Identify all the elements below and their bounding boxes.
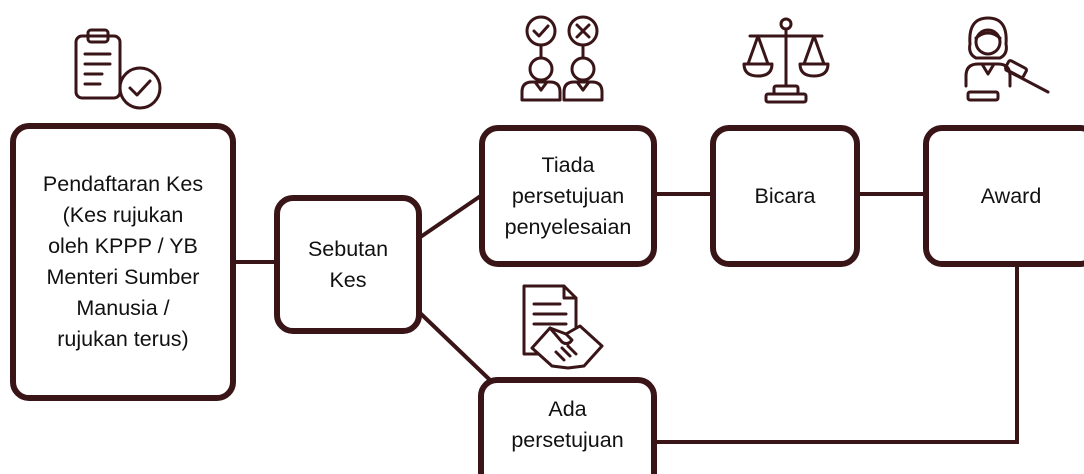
agreement-label-line: Ada xyxy=(548,397,587,421)
registration-label-line: Manusia / xyxy=(76,296,170,320)
hearing-box xyxy=(710,125,860,267)
connectors xyxy=(233,192,1019,444)
registration-label: Pendaftaran Kes (Kes rujukan oleh KPPP /… xyxy=(13,126,233,398)
hearing-label: Bicara xyxy=(713,128,857,264)
no-agreement-box xyxy=(479,125,657,267)
hearing-label-line: Bicara xyxy=(754,183,816,208)
connector-agreement-award xyxy=(654,262,1019,444)
registration-box xyxy=(10,123,236,401)
registration-label-line: rujukan terus) xyxy=(57,327,189,351)
no-agreement-label-line: penyelesaian xyxy=(504,214,632,239)
agreement-label-line: persetujuan xyxy=(511,428,624,452)
agreement-box xyxy=(478,377,657,474)
clipboard-check-icon xyxy=(74,28,162,110)
approve-reject-people-icon xyxy=(520,15,604,102)
mention-box xyxy=(274,195,422,334)
award-label: Award xyxy=(926,128,1084,264)
mention-label-line: Kes xyxy=(329,267,367,292)
registration-label-line: Pendaftaran Kes xyxy=(42,172,204,196)
mention-label-line: Sebutan xyxy=(307,236,389,261)
mention-label: Sebutan Kes xyxy=(277,198,419,331)
connector-mention-agreement xyxy=(417,310,492,382)
no-agreement-label-line: Tiada xyxy=(541,152,595,177)
judge-gavel-icon xyxy=(964,16,1050,102)
award-box xyxy=(923,125,1084,267)
no-agreement-label: Tiada persetujuan penyelesaian xyxy=(482,128,654,264)
registration-label-line: Menteri Sumber xyxy=(46,265,200,289)
document-handshake-icon xyxy=(522,284,604,370)
registration-label-line: (Kes rujukan xyxy=(62,203,184,227)
award-label-line: Award xyxy=(980,183,1042,208)
registration-label-line: oleh KPPP / YB xyxy=(48,234,198,258)
scales-of-justice-icon xyxy=(742,17,830,104)
no-agreement-label-line: persetujuan xyxy=(511,183,625,208)
agreement-label: Ada persetujuan xyxy=(481,380,654,470)
connector-mention-no-agreement xyxy=(417,193,484,240)
